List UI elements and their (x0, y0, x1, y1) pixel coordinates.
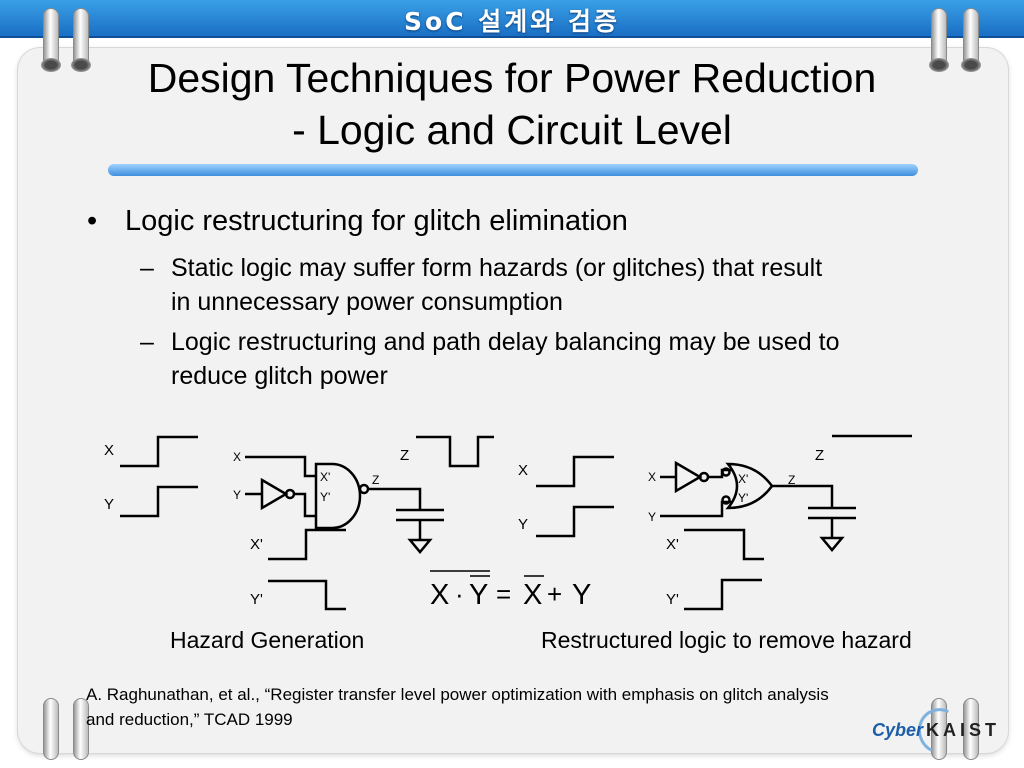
gate-in-x-left: X' (320, 470, 330, 484)
gate-label-x-right: X (648, 470, 656, 484)
cyber-kaist-logo: Cyber KAIST (868, 701, 1008, 761)
bullet-main: Logic restructuring for glitch eliminati… (125, 205, 628, 237)
logo-cyber-text: Cyber (872, 720, 924, 740)
sub-bullet-dash: – (140, 328, 154, 356)
wave-xp-left (268, 528, 346, 561)
eq-x: X (430, 579, 449, 611)
capacitor-right (808, 506, 856, 538)
header-bar: SoC 설계와 검증 (0, 0, 1024, 38)
label-y-left: Y (104, 496, 114, 513)
reference-line-2: and reduction,” TCAD 1999 (86, 710, 293, 729)
binder-ring-icon (38, 698, 66, 762)
label-yp-right: Y' (666, 591, 679, 608)
eq-dot: · (455, 579, 464, 609)
boolean-equation: X · Y = X + Y (430, 570, 591, 611)
binder-ring-icon (926, 698, 954, 762)
gate-out-z-right: Z (788, 473, 795, 487)
gate-label-y-right: Y (648, 510, 656, 524)
wave-x-right (536, 455, 614, 488)
title-line-2: - Logic and Circuit Level (292, 107, 732, 153)
wave-yp-left (268, 579, 346, 611)
header-title: SoC 설계와 검증 (404, 7, 620, 36)
wave-y-left (120, 485, 198, 518)
binder-ring-icon (68, 8, 96, 72)
left-circuit-lines (120, 435, 494, 611)
caption-restructured-logic: Restructured logic to remove hazard (541, 627, 912, 653)
wave-y-right (536, 505, 614, 538)
binder-ring-icon (958, 8, 986, 72)
inverter-right (674, 460, 703, 494)
nand-as-or-gate-right (725, 462, 774, 510)
eq-y2: Y (572, 579, 591, 611)
sub-bullet-2-line-2: reduce glitch power (171, 362, 388, 390)
eq-plus: + (547, 579, 562, 609)
label-x-left: X (104, 442, 114, 459)
logo-kaist-text: KAIST (926, 720, 1000, 740)
wave-yp-right (684, 578, 762, 611)
wire-y-out-left (294, 492, 316, 518)
wire-z-right (772, 484, 834, 508)
wire-z-left (368, 487, 422, 510)
eq-x2: X (523, 579, 542, 611)
eq-equals: = (496, 579, 511, 609)
label-z-left: Z (400, 447, 409, 464)
gate-label-y-left: Y (233, 488, 241, 502)
label-xp-left: X' (250, 536, 263, 553)
or-bubble-y-right (721, 495, 731, 505)
title-underline-bar (108, 164, 918, 176)
ground-left (407, 538, 433, 554)
gate-in-x-right: X' (738, 472, 748, 486)
wire-y-right (660, 500, 733, 518)
wave-x-left (120, 435, 198, 468)
gate-label-x-left: X (233, 450, 241, 464)
reference-line-1: A. Raghunathan, et al., “Register transf… (86, 685, 829, 704)
wire-x-left (245, 455, 316, 478)
slide-title: Design Techniques for Power Reduction - … (80, 52, 944, 156)
sub-bullet-1-line-2: in unnecessary power consumption (171, 288, 563, 316)
label-z-right: Z (815, 447, 824, 464)
binder-ring-icon (38, 8, 66, 72)
ground-right (819, 536, 845, 552)
gate-out-z-left: Z (372, 473, 379, 487)
inverter-bubble-right (698, 471, 710, 483)
nand-bubble-left (358, 483, 370, 495)
label-x-right: X (518, 462, 528, 479)
sub-bullet-1-line-1: Static logic may suffer form hazards (or… (171, 254, 823, 282)
gate-in-y-left: Y' (320, 490, 330, 504)
label-yp-left: Y' (250, 591, 263, 608)
binder-ring-icon (68, 698, 96, 762)
sub-bullet-dash: – (140, 254, 154, 282)
right-circuit-lines (536, 434, 912, 611)
binder-ring-icon (958, 698, 986, 762)
wave-z-left (416, 435, 494, 468)
wave-xp-right (684, 528, 764, 561)
caption-hazard-generation: Hazard Generation (170, 627, 365, 653)
sub-bullet-2-line-1: Logic restructuring and path delay balan… (171, 328, 840, 356)
inverter-bubble-left (284, 488, 296, 500)
nand-gate-left (314, 462, 362, 530)
reference-citation: A. Raghunathan, et al., “Register transf… (86, 682, 966, 732)
label-xp-right: X' (666, 536, 679, 553)
or-bubble-x-right (721, 467, 731, 477)
title-line-1: Design Techniques for Power Reduction (147, 55, 877, 101)
gate-in-y-right: Y' (738, 491, 748, 505)
binder-ring-icon (926, 8, 954, 72)
label-y-right: Y (518, 516, 528, 533)
bullet-marker: • (87, 205, 98, 237)
eq-y: Y (469, 579, 488, 611)
capacitor-left (396, 508, 444, 540)
inverter-left (260, 477, 289, 511)
